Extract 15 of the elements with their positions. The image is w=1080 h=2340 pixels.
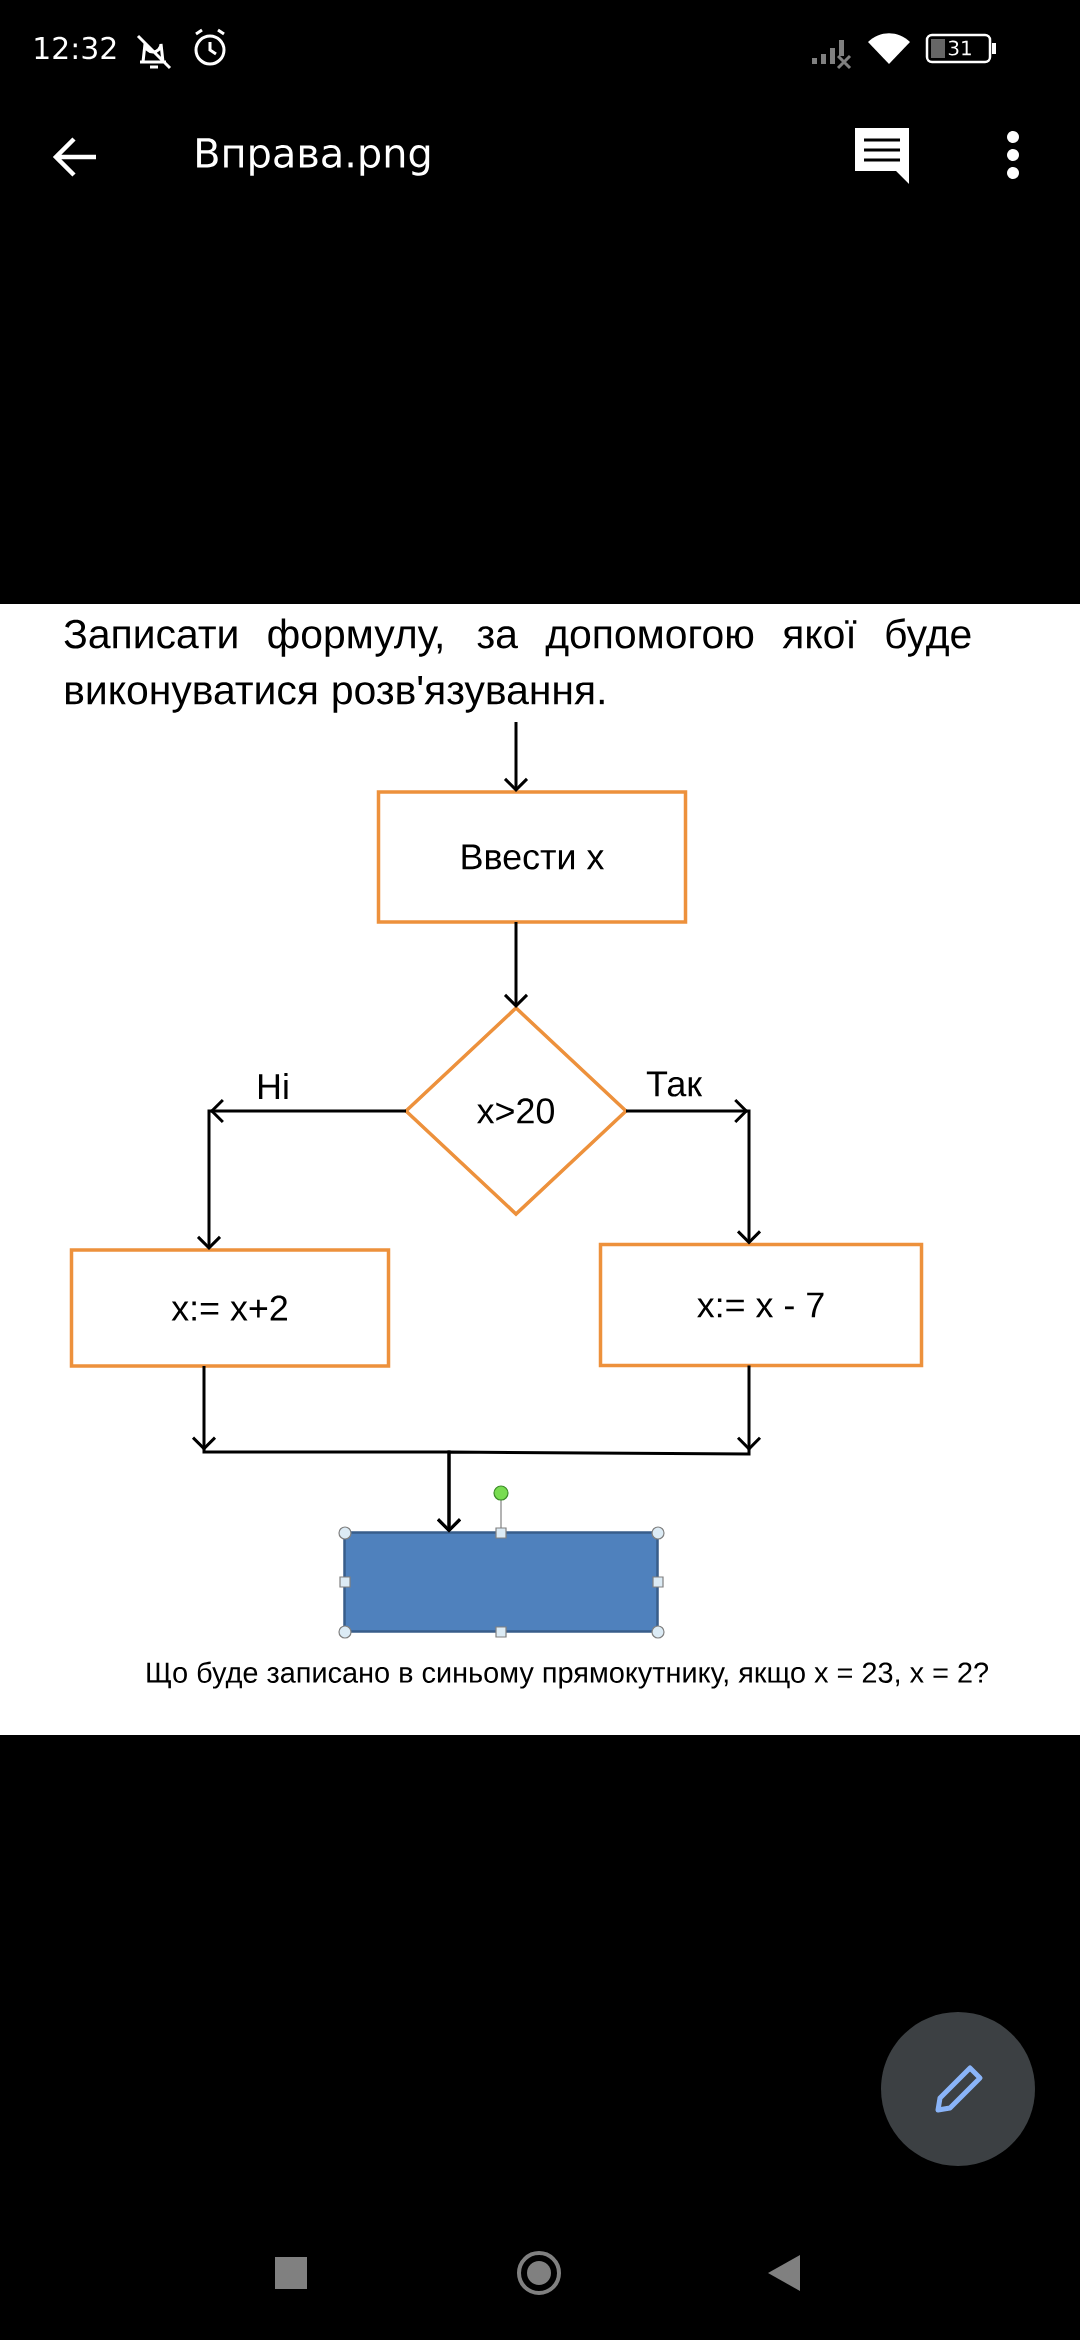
arrow	[503, 722, 529, 792]
arrow	[626, 1098, 762, 1245]
process-box: x:= x+2	[69, 1248, 391, 1368]
arrow	[503, 922, 529, 1008]
edge-label: Так	[645, 1070, 703, 1098]
file-name: Вправа.png	[197, 138, 430, 176]
question-text: Що буде записано в синьому прямокутнику, якщо x = 23, x = 2?	[147, 1661, 989, 1689]
edge-label: Ні	[255, 1072, 291, 1100]
arrow	[436, 1365, 762, 1533]
result-box	[343, 1531, 659, 1633]
arrow	[196, 1098, 406, 1250]
status-time: 12:32	[35, 36, 116, 60]
process-box: Ввести x	[376, 790, 688, 924]
process-box: x:= x - 7	[598, 1242, 924, 1368]
instruction-text: Записати формулу, за допомогою якої буде виконуватися розв'язування.	[64, 618, 971, 713]
